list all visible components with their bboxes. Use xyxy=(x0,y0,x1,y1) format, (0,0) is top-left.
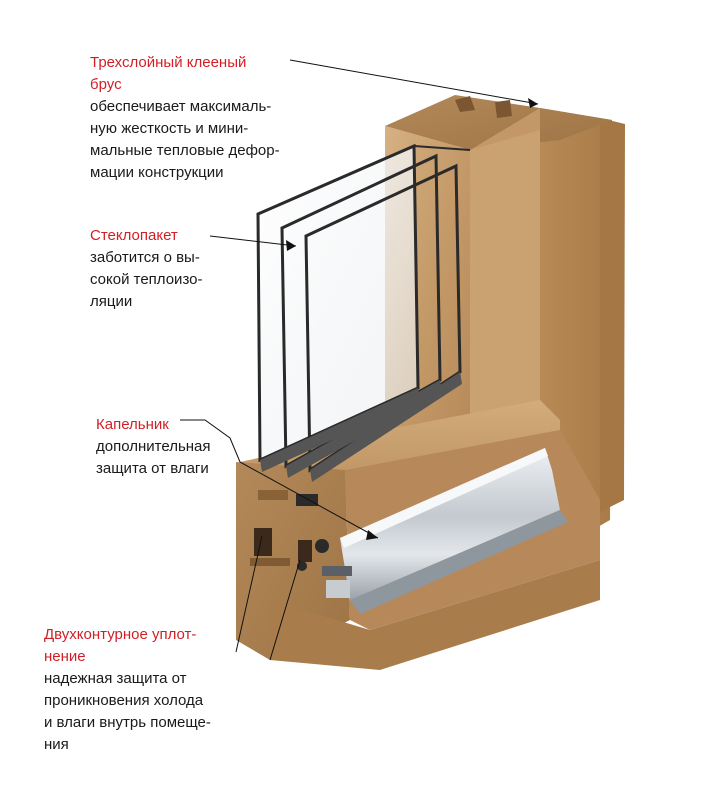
callout-text-line: мации конструкции xyxy=(90,164,224,181)
leader-line-beam xyxy=(289,59,539,105)
leader-line-drip xyxy=(180,419,379,539)
callout-text-line: ляции xyxy=(90,293,133,310)
callout-glass-unit: Стеклопакет заботится о вы- сокой теплои… xyxy=(90,225,270,313)
callout-text-line: заботится о вы- xyxy=(90,249,200,266)
leader-line-seal-1 xyxy=(235,535,263,653)
callout-title-line: Стеклопакет xyxy=(90,227,178,244)
callout-title-line: Двухконтурное уплот- xyxy=(44,626,197,643)
leader-lines xyxy=(180,59,539,661)
callout-text-line: проникновения холода xyxy=(44,692,204,709)
callout-text-line: защита от влаги xyxy=(96,460,209,477)
callout-text-line: сокой теплоизо- xyxy=(90,271,203,288)
arrowhead-glass xyxy=(286,240,296,251)
callout-title-line: нение xyxy=(44,648,86,665)
leader-line-seal-2 xyxy=(269,559,301,661)
glass-unit xyxy=(256,143,471,482)
callout-text-line: надежная защита от xyxy=(44,670,187,687)
callout-text-line: ную жесткость и мини- xyxy=(90,120,249,137)
callout-text-line: ния xyxy=(44,736,69,753)
drip-cap xyxy=(322,448,568,614)
arrowhead-beam xyxy=(528,98,538,108)
callout-title-line: Трехслойный клееный xyxy=(90,54,247,71)
callout-text-line: обеспечивает максималь- xyxy=(90,98,272,115)
callout-double-seal: Двухконтурное уплот- нение надежная защи… xyxy=(44,624,264,756)
callout-text-line: мальные тепловые дефор- xyxy=(90,142,280,159)
callout-glued-beam: Трехслойный клееный брус обеспечивает ма… xyxy=(90,52,320,184)
leader-line-glass xyxy=(209,235,297,247)
callout-text-line: и влаги внутрь помеще- xyxy=(44,714,211,731)
callout-drip-cap: Капельник дополнительная защита от влаги xyxy=(96,414,256,480)
arrowhead-drip xyxy=(366,530,378,540)
callout-title-line: брус xyxy=(90,76,122,93)
callout-text-line: дополнительная xyxy=(96,438,211,455)
callout-title-line: Капельник xyxy=(96,416,169,433)
